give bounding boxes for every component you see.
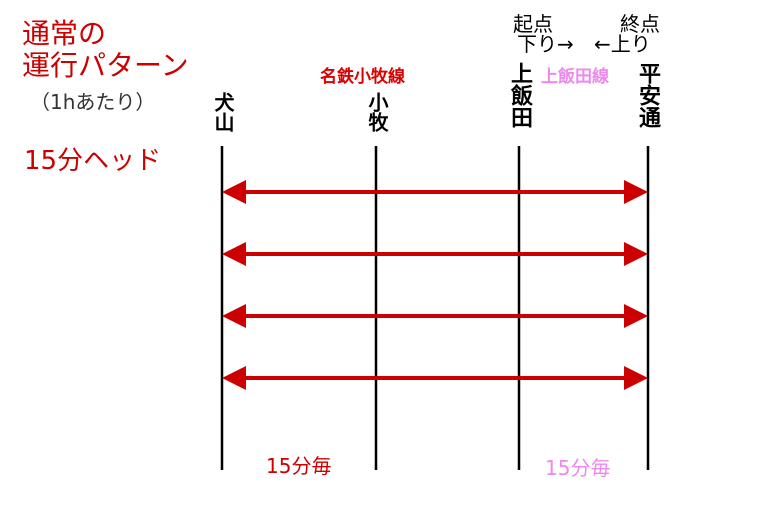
terminus-label: 終点 bbox=[620, 12, 660, 36]
meitetsu-frequency: 15分毎 bbox=[266, 454, 332, 478]
title-subtitle: （1hあたり） bbox=[30, 90, 156, 114]
station-komaki: 小牧 bbox=[365, 92, 389, 132]
kamiiida-line-name: 上飯田線 bbox=[541, 67, 609, 87]
station-heian-dori: 平安通 bbox=[635, 62, 660, 128]
headway-label: 15分ヘッド bbox=[24, 146, 162, 176]
station-kamiiida: 上飯田 bbox=[507, 62, 532, 128]
title-line-2: 運行パターン bbox=[22, 49, 189, 82]
kamiiida-frequency: 15分毎 bbox=[545, 456, 611, 480]
meitetsu-line-name: 名鉄小牧線 bbox=[320, 67, 405, 87]
origin-label: 起点 bbox=[513, 12, 553, 36]
up-direction-label: ←上り bbox=[594, 32, 651, 56]
title-line-1: 通常の bbox=[22, 17, 107, 50]
station-inuyama: 犬山 bbox=[211, 92, 235, 132]
down-direction-label: 下り→ bbox=[517, 32, 574, 56]
